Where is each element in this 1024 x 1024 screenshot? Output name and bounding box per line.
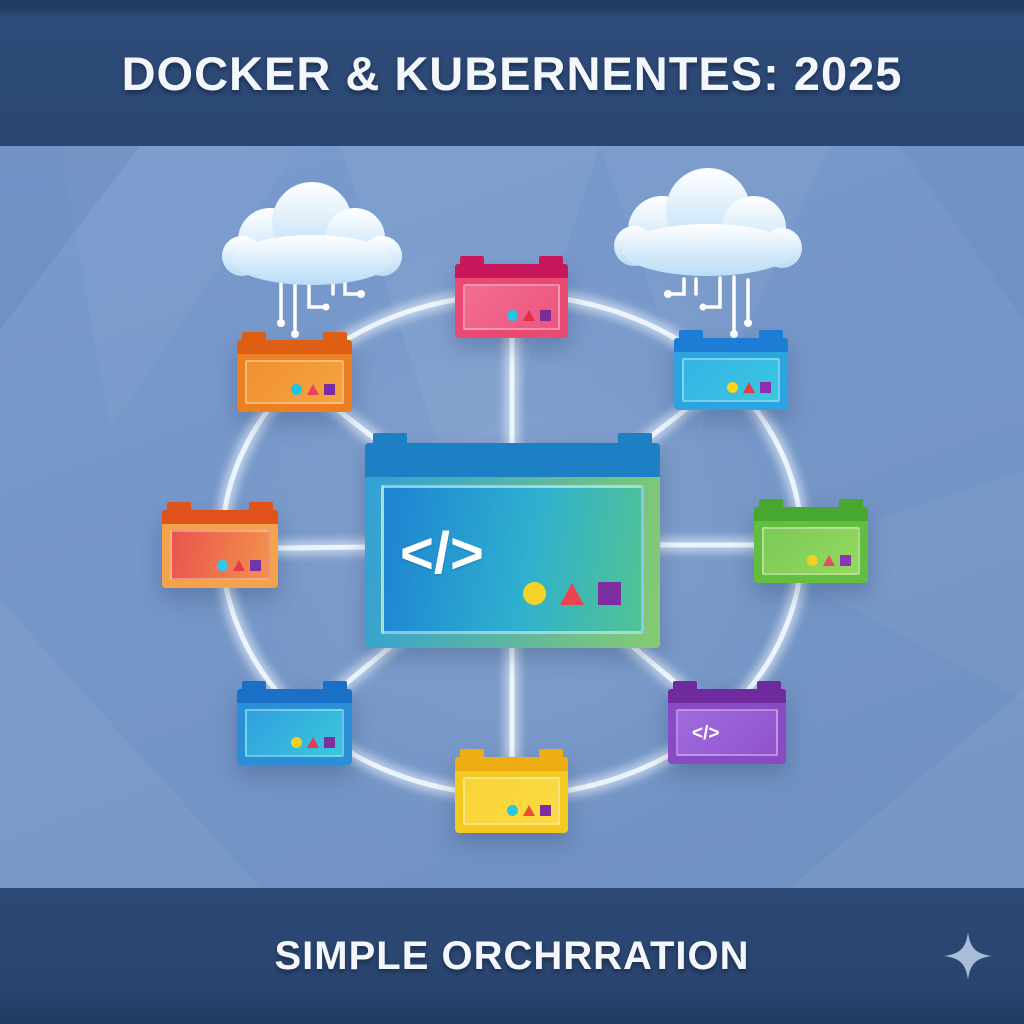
container-lid — [668, 689, 786, 703]
container-screen — [682, 358, 780, 402]
container-screen — [245, 709, 344, 757]
square-icon — [598, 582, 621, 605]
page-title: DOCKER & KUBERNENTES: 2025 — [121, 46, 903, 100]
square-icon — [760, 382, 771, 393]
sparkle-icon — [944, 932, 992, 980]
top-banner: DOCKER & KUBERNENTES: 2025 — [0, 0, 1024, 146]
square-icon — [324, 737, 335, 748]
circle-icon — [523, 582, 546, 605]
square-icon — [840, 555, 851, 566]
shape-row — [507, 805, 551, 816]
container-screen — [245, 360, 344, 404]
container-lid — [162, 510, 278, 524]
code-icon: </> — [400, 521, 484, 586]
circle-icon — [291, 384, 302, 395]
triangle-icon — [823, 555, 835, 566]
shape-row — [727, 382, 771, 393]
bottom-banner: SIMPLE ORCHRRATION — [0, 888, 1024, 1024]
square-icon — [540, 805, 551, 816]
subtitle: SIMPLE ORCHRRATION — [274, 933, 750, 978]
container-screen — [170, 530, 270, 580]
triangle-icon — [523, 310, 535, 321]
container-lid — [674, 338, 788, 352]
container-lid — [237, 689, 352, 703]
shape-row — [217, 560, 261, 571]
container-node-top-right — [674, 330, 788, 410]
container-lid — [237, 340, 352, 354]
container-node-right — [754, 499, 868, 583]
circle-icon — [507, 310, 518, 321]
circle-icon — [807, 555, 818, 566]
circle-icon — [291, 737, 302, 748]
container-lid — [455, 264, 568, 278]
shape-row — [523, 582, 621, 605]
container-node-top-left — [237, 332, 352, 412]
triangle-icon — [743, 382, 755, 393]
circle-icon — [217, 560, 228, 571]
cloud-right-icon — [614, 168, 802, 276]
triangle-icon — [307, 737, 319, 748]
container-screen — [463, 284, 560, 330]
circuit-traces-right — [664, 275, 752, 338]
circle-icon — [507, 805, 518, 816]
circle-icon — [727, 382, 738, 393]
container-screen: </> — [676, 709, 778, 756]
shape-row — [291, 737, 335, 748]
container-node-top — [455, 256, 568, 338]
container-screen — [463, 777, 560, 825]
triangle-icon — [233, 560, 245, 571]
shape-row — [507, 310, 551, 321]
container-screen — [762, 527, 860, 575]
container-node-bottom-left — [237, 681, 352, 765]
container-node-bottom-right: </> — [668, 681, 786, 764]
circuit-traces-left — [277, 275, 365, 338]
square-icon — [540, 310, 551, 321]
code-icon: </> — [692, 723, 720, 744]
container-node-bottom — [455, 749, 568, 833]
triangle-icon — [560, 582, 584, 605]
triangle-icon — [523, 805, 535, 816]
container-lid — [365, 443, 660, 477]
container-screen: </> — [381, 485, 644, 634]
container-lid — [754, 507, 868, 521]
container-lid — [455, 757, 568, 771]
central-container-node: </> — [365, 433, 660, 648]
square-icon — [250, 560, 261, 571]
container-node-left — [162, 502, 278, 588]
triangle-icon — [307, 384, 319, 395]
shape-row — [807, 555, 851, 566]
square-icon — [324, 384, 335, 395]
shape-row — [291, 384, 335, 395]
cloud-left-icon — [222, 182, 402, 285]
